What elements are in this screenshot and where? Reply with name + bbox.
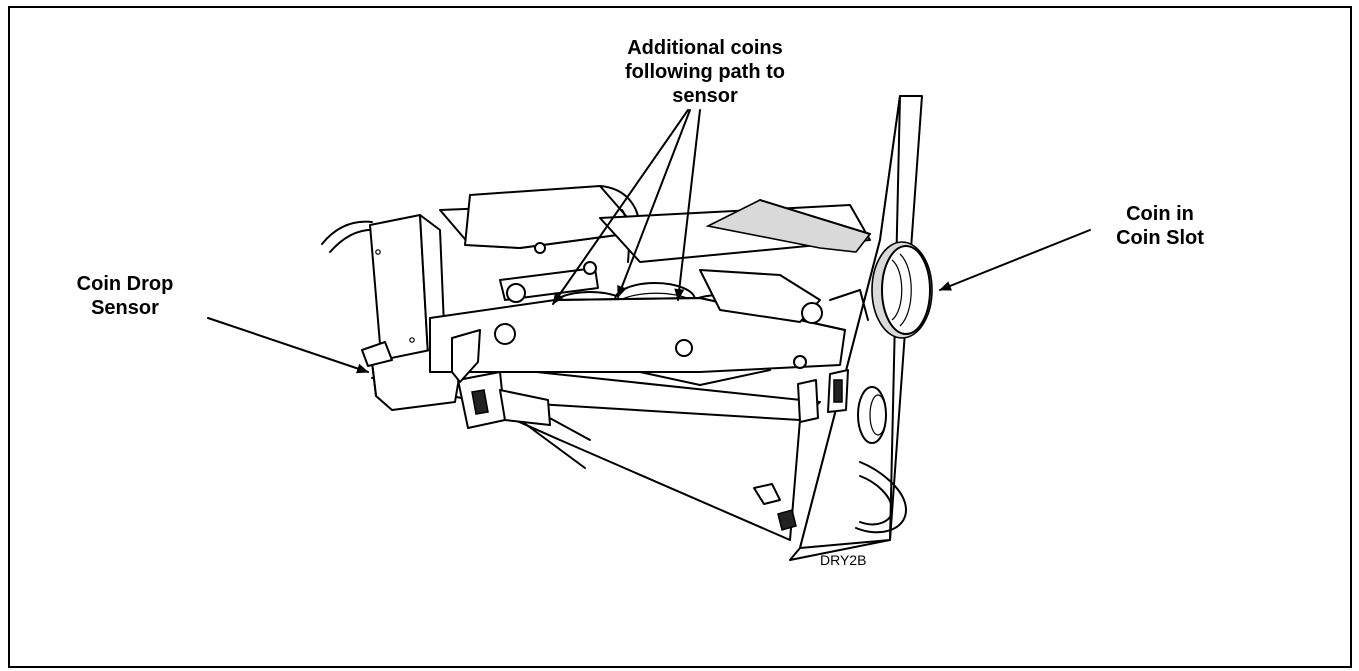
figure-code: DRY2B: [820, 552, 867, 568]
front-lever: [429, 261, 846, 386]
sensor-arrow: [207, 317, 369, 374]
callout-arrows: [207, 109, 1091, 374]
additional-coins-label: Additional coins following path to senso…: [625, 37, 785, 107]
coin-in-slot: [871, 241, 933, 339]
coin-ramp: [599, 199, 872, 263]
coin-path-arrow-3: [674, 109, 701, 301]
top-cover: [439, 185, 641, 263]
coin-slot-arrow: [939, 229, 1091, 291]
coin-in-slot-label: Coin in Coin Slot: [1116, 203, 1204, 249]
coin-drop-sensor-label: Coin Drop Sensor: [76, 273, 174, 319]
return-knob-and-handle: [753, 386, 907, 534]
coin-path-arrow-2: [617, 109, 691, 298]
coin-path-arrow-1: [552, 109, 689, 305]
